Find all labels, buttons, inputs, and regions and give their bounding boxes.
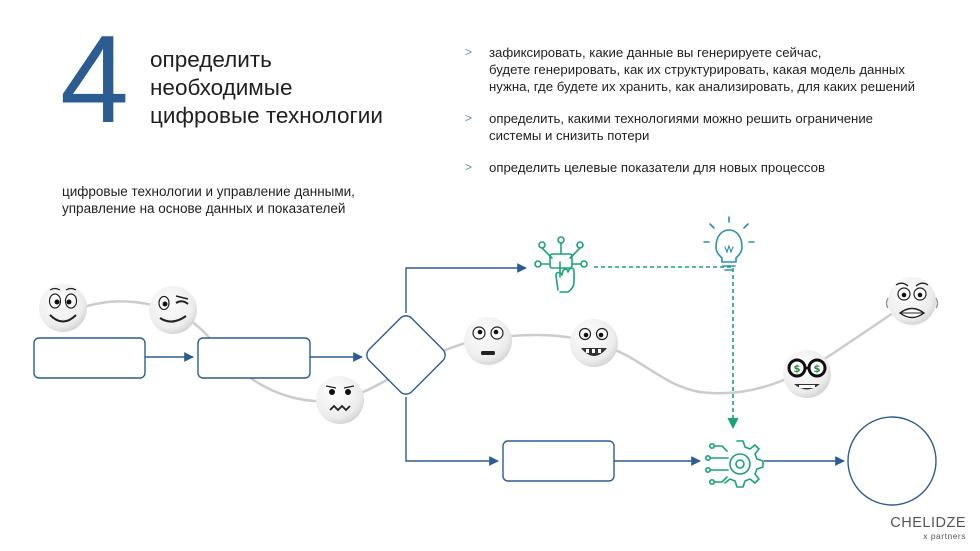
grimace-face-icon bbox=[316, 376, 364, 424]
bullet-line: системы и снизить потери bbox=[489, 128, 650, 143]
bullet-item: > определить, какими технологиями можно … bbox=[465, 110, 945, 144]
svg-text:$: $ bbox=[794, 364, 801, 375]
happy-face-icon bbox=[39, 284, 87, 332]
lightbulb-icon bbox=[703, 216, 755, 271]
subtitle: цифровые технологии и управление данными… bbox=[62, 183, 355, 217]
data-link-dashed bbox=[594, 266, 739, 430]
chevron-right-icon: > bbox=[465, 45, 473, 59]
svg-text:$: $ bbox=[814, 364, 821, 375]
wink-face-icon bbox=[149, 286, 197, 334]
brand-name: CHELIDZE bbox=[890, 515, 966, 531]
process-box-2 bbox=[197, 337, 311, 379]
headline-line: необходимые bbox=[150, 75, 293, 100]
touch-circuit-icon bbox=[534, 236, 588, 293]
headline-line: определить bbox=[150, 47, 272, 72]
money-eyes-face-icon: $ $ bbox=[783, 350, 831, 398]
bullet-item: > зафиксировать, какие данные вы генерир… bbox=[465, 44, 945, 95]
process-box-3 bbox=[502, 440, 615, 482]
bullet-line: определить, какими технологиями можно ре… bbox=[489, 111, 874, 126]
bullet-line: будете генерировать, как их структуриров… bbox=[489, 62, 905, 77]
nervous-face-icon bbox=[885, 277, 939, 325]
bullet-list: > зафиксировать, какие данные вы генерир… bbox=[465, 44, 945, 191]
headline-line: цифровые технологии bbox=[150, 103, 383, 128]
bullet-line: нужна, где будете их хранить, как анализ… bbox=[489, 79, 916, 94]
brand-subtitle: x partners bbox=[923, 531, 966, 541]
bored-face-icon bbox=[464, 317, 512, 365]
headline: определить необходимые цифровые технолог… bbox=[150, 46, 383, 130]
bullet-item: > определить целевые показатели для новы… bbox=[465, 159, 945, 176]
gear-circuit-icon bbox=[704, 440, 764, 488]
flow-arrow bbox=[405, 263, 527, 313]
step-number: 4 bbox=[60, 11, 129, 149]
brand-logo: CHELIDZE x partners bbox=[890, 515, 966, 542]
flow-arrow bbox=[405, 397, 499, 466]
process-box-1 bbox=[33, 337, 146, 379]
end-circle bbox=[847, 416, 937, 506]
subtitle-line: цифровые технологии и управление данными… bbox=[62, 184, 355, 199]
chevron-right-icon: > bbox=[465, 111, 473, 125]
bullet-line: определить целевые показатели для новых … bbox=[489, 160, 825, 175]
bullet-line: зафиксировать, какие данные вы генерируе… bbox=[489, 45, 822, 60]
decision-diamond bbox=[366, 315, 446, 395]
grin-face-icon bbox=[570, 319, 618, 367]
subtitle-line: управление на основе данных и показателе… bbox=[62, 201, 346, 216]
chevron-right-icon: > bbox=[465, 160, 473, 174]
